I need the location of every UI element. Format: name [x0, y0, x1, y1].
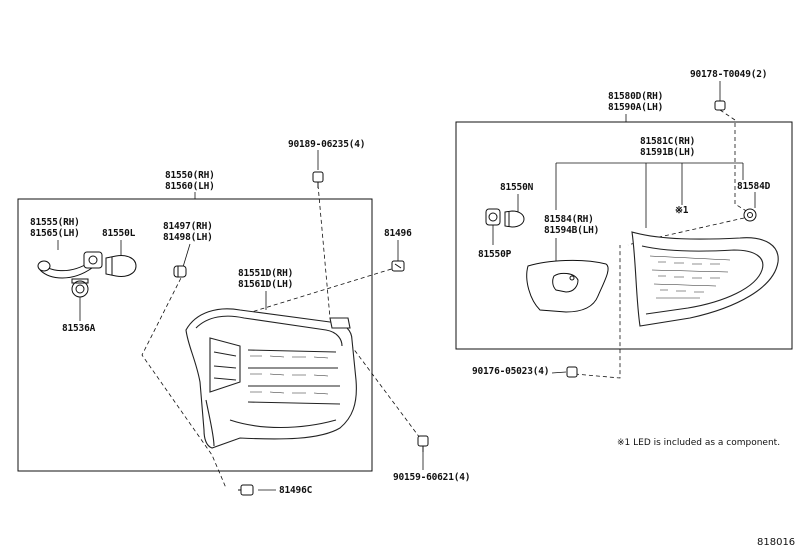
rear-combination-lamp-outer: [185, 308, 357, 449]
label-81496C: 81496C: [279, 485, 313, 496]
screw-90159: [417, 435, 429, 452]
led-note: ※1 LED is included as a component.: [617, 438, 781, 448]
label-81584D: 81584D: [737, 181, 771, 192]
label-81550L: 81550L: [102, 228, 136, 239]
label-81591Blh: 81591B(LH): [640, 147, 696, 158]
label-81550N: 81550N: [500, 182, 534, 193]
right-assembly-box: [455, 121, 793, 350]
label-81590Alh: 81590A(LH): [608, 102, 664, 113]
label-81581Crh: 81581C(RH): [640, 136, 696, 147]
bulb-81550L: [105, 255, 137, 277]
label-81536A: 81536A: [62, 323, 96, 334]
label-81560lh: 81560(LH): [165, 181, 215, 192]
screw-90189: [312, 171, 324, 188]
label-81584rh: 81584(RH): [544, 214, 594, 225]
gasket-81584D: [743, 208, 757, 222]
label-81555rh: 81555(RH): [30, 217, 80, 228]
label-81594Blh: 81594B(LH): [544, 225, 600, 236]
label-90178: 90178-T0049(2): [690, 69, 768, 80]
gasket-81584: [526, 259, 609, 313]
label-90189: 90189-06235(4): [288, 139, 366, 150]
label-81551Drh: 81551D(RH): [238, 268, 294, 279]
gasket-81497: [173, 265, 187, 278]
screw-90176: [566, 366, 578, 378]
label-81497rh: 81497(RH): [163, 221, 213, 232]
label-81496: 81496: [384, 228, 412, 239]
label-81498lh: 81498(LH): [163, 232, 213, 243]
label-star1: ※1: [675, 205, 689, 216]
label-81550rh: 81550(RH): [165, 170, 215, 181]
socket-wire-81555: [37, 251, 103, 279]
bulb-81550N: [504, 210, 525, 228]
clip-81496C: [238, 484, 254, 496]
label-81561Dlh: 81561D(LH): [238, 279, 294, 290]
label-90176: 90176-05023(4): [472, 366, 550, 377]
label-90159: 90159-60621(4): [393, 472, 471, 483]
screw-90178: [714, 100, 726, 111]
label-81580Drh: 81580D(RH): [608, 91, 664, 102]
label-81550P: 81550P: [478, 249, 512, 260]
socket-81536A: [71, 278, 89, 298]
label-81565lh: 81565(LH): [30, 228, 80, 239]
clip-81496: [391, 260, 405, 272]
socket-81550P: [485, 208, 501, 226]
figure-number: 818016: [757, 537, 796, 548]
rear-combination-lamp-inner: [631, 231, 779, 327]
